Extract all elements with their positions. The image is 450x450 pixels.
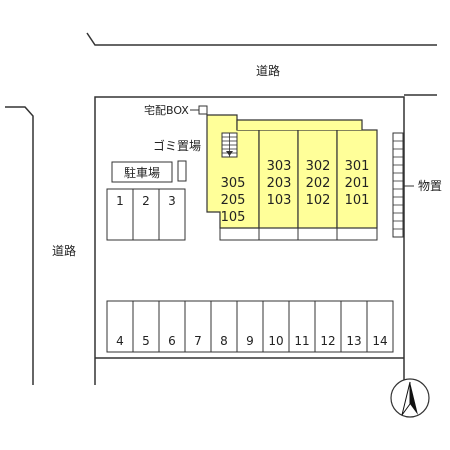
unit-number: 301 [345,159,370,174]
parking-space [236,300,264,353]
storage-label: 物置 [418,179,442,193]
unit-number: 103 [267,193,292,208]
unit-number: 205 [221,193,246,208]
parking-number: 12 [320,334,335,348]
unit-number: 201 [345,176,370,191]
unit-block [336,129,378,229]
parking-label-box [111,161,173,183]
parking-space [158,188,186,241]
parking-space [288,300,316,353]
garbage-area [177,160,187,182]
garbage-area-label: ゴミ置場 [153,138,201,153]
parking-number: 10 [268,334,283,348]
parking-number: 14 [372,334,387,348]
north-arrow-icon [390,378,430,418]
unit-number: 105 [221,210,246,225]
parking-label: 駐車場 [124,165,160,180]
unit-number: 202 [306,176,331,191]
building: 305 205 105 303 203 103 302 202 102 301 … [206,114,378,241]
parking-number: 13 [346,334,361,348]
storage-rack [392,132,404,238]
balcony [336,227,378,241]
parking-space [106,300,134,353]
parking-space [106,188,134,241]
stairs-icon [221,132,238,158]
parking-number: 3 [168,194,176,208]
parking-number: 4 [116,334,124,348]
unit-number: 102 [306,193,331,208]
road-label-top: 道路 [256,63,280,78]
parking-number: 5 [142,334,150,348]
balcony [258,227,299,241]
parking-number: 8 [220,334,228,348]
unit-number: 101 [345,193,370,208]
unit-block [297,129,338,229]
road-label-left: 道路 [52,243,76,258]
parking-space [366,300,394,353]
unit-number: 203 [267,176,292,191]
delivery-box-label: 宅配BOX [144,103,189,117]
parking-group-top: 1 2 3 [106,188,186,241]
unit-number: 303 [267,159,292,174]
parking-number: 6 [168,334,176,348]
parking-number: 2 [142,194,150,208]
parking-space [158,300,186,353]
parking-space [340,300,368,353]
delivery-box [198,105,208,115]
parking-group-bottom: 4 5 6 7 8 9 10 11 12 13 14 [106,300,394,353]
parking-number: 11 [294,334,309,348]
parking-space [132,188,160,241]
road-edge-top [86,32,437,46]
parking-space [132,300,160,353]
unit-number: 305 [221,176,246,191]
balcony [219,227,260,241]
parking-number: 7 [194,334,202,348]
parking-number: 9 [246,334,254,348]
site-boundary [94,96,405,385]
balcony [297,227,338,241]
unit-number: 302 [306,159,331,174]
parking-number: 1 [116,194,124,208]
road-edge-left [5,106,34,385]
unit-block [258,129,299,229]
corridor-edge [236,119,363,130]
